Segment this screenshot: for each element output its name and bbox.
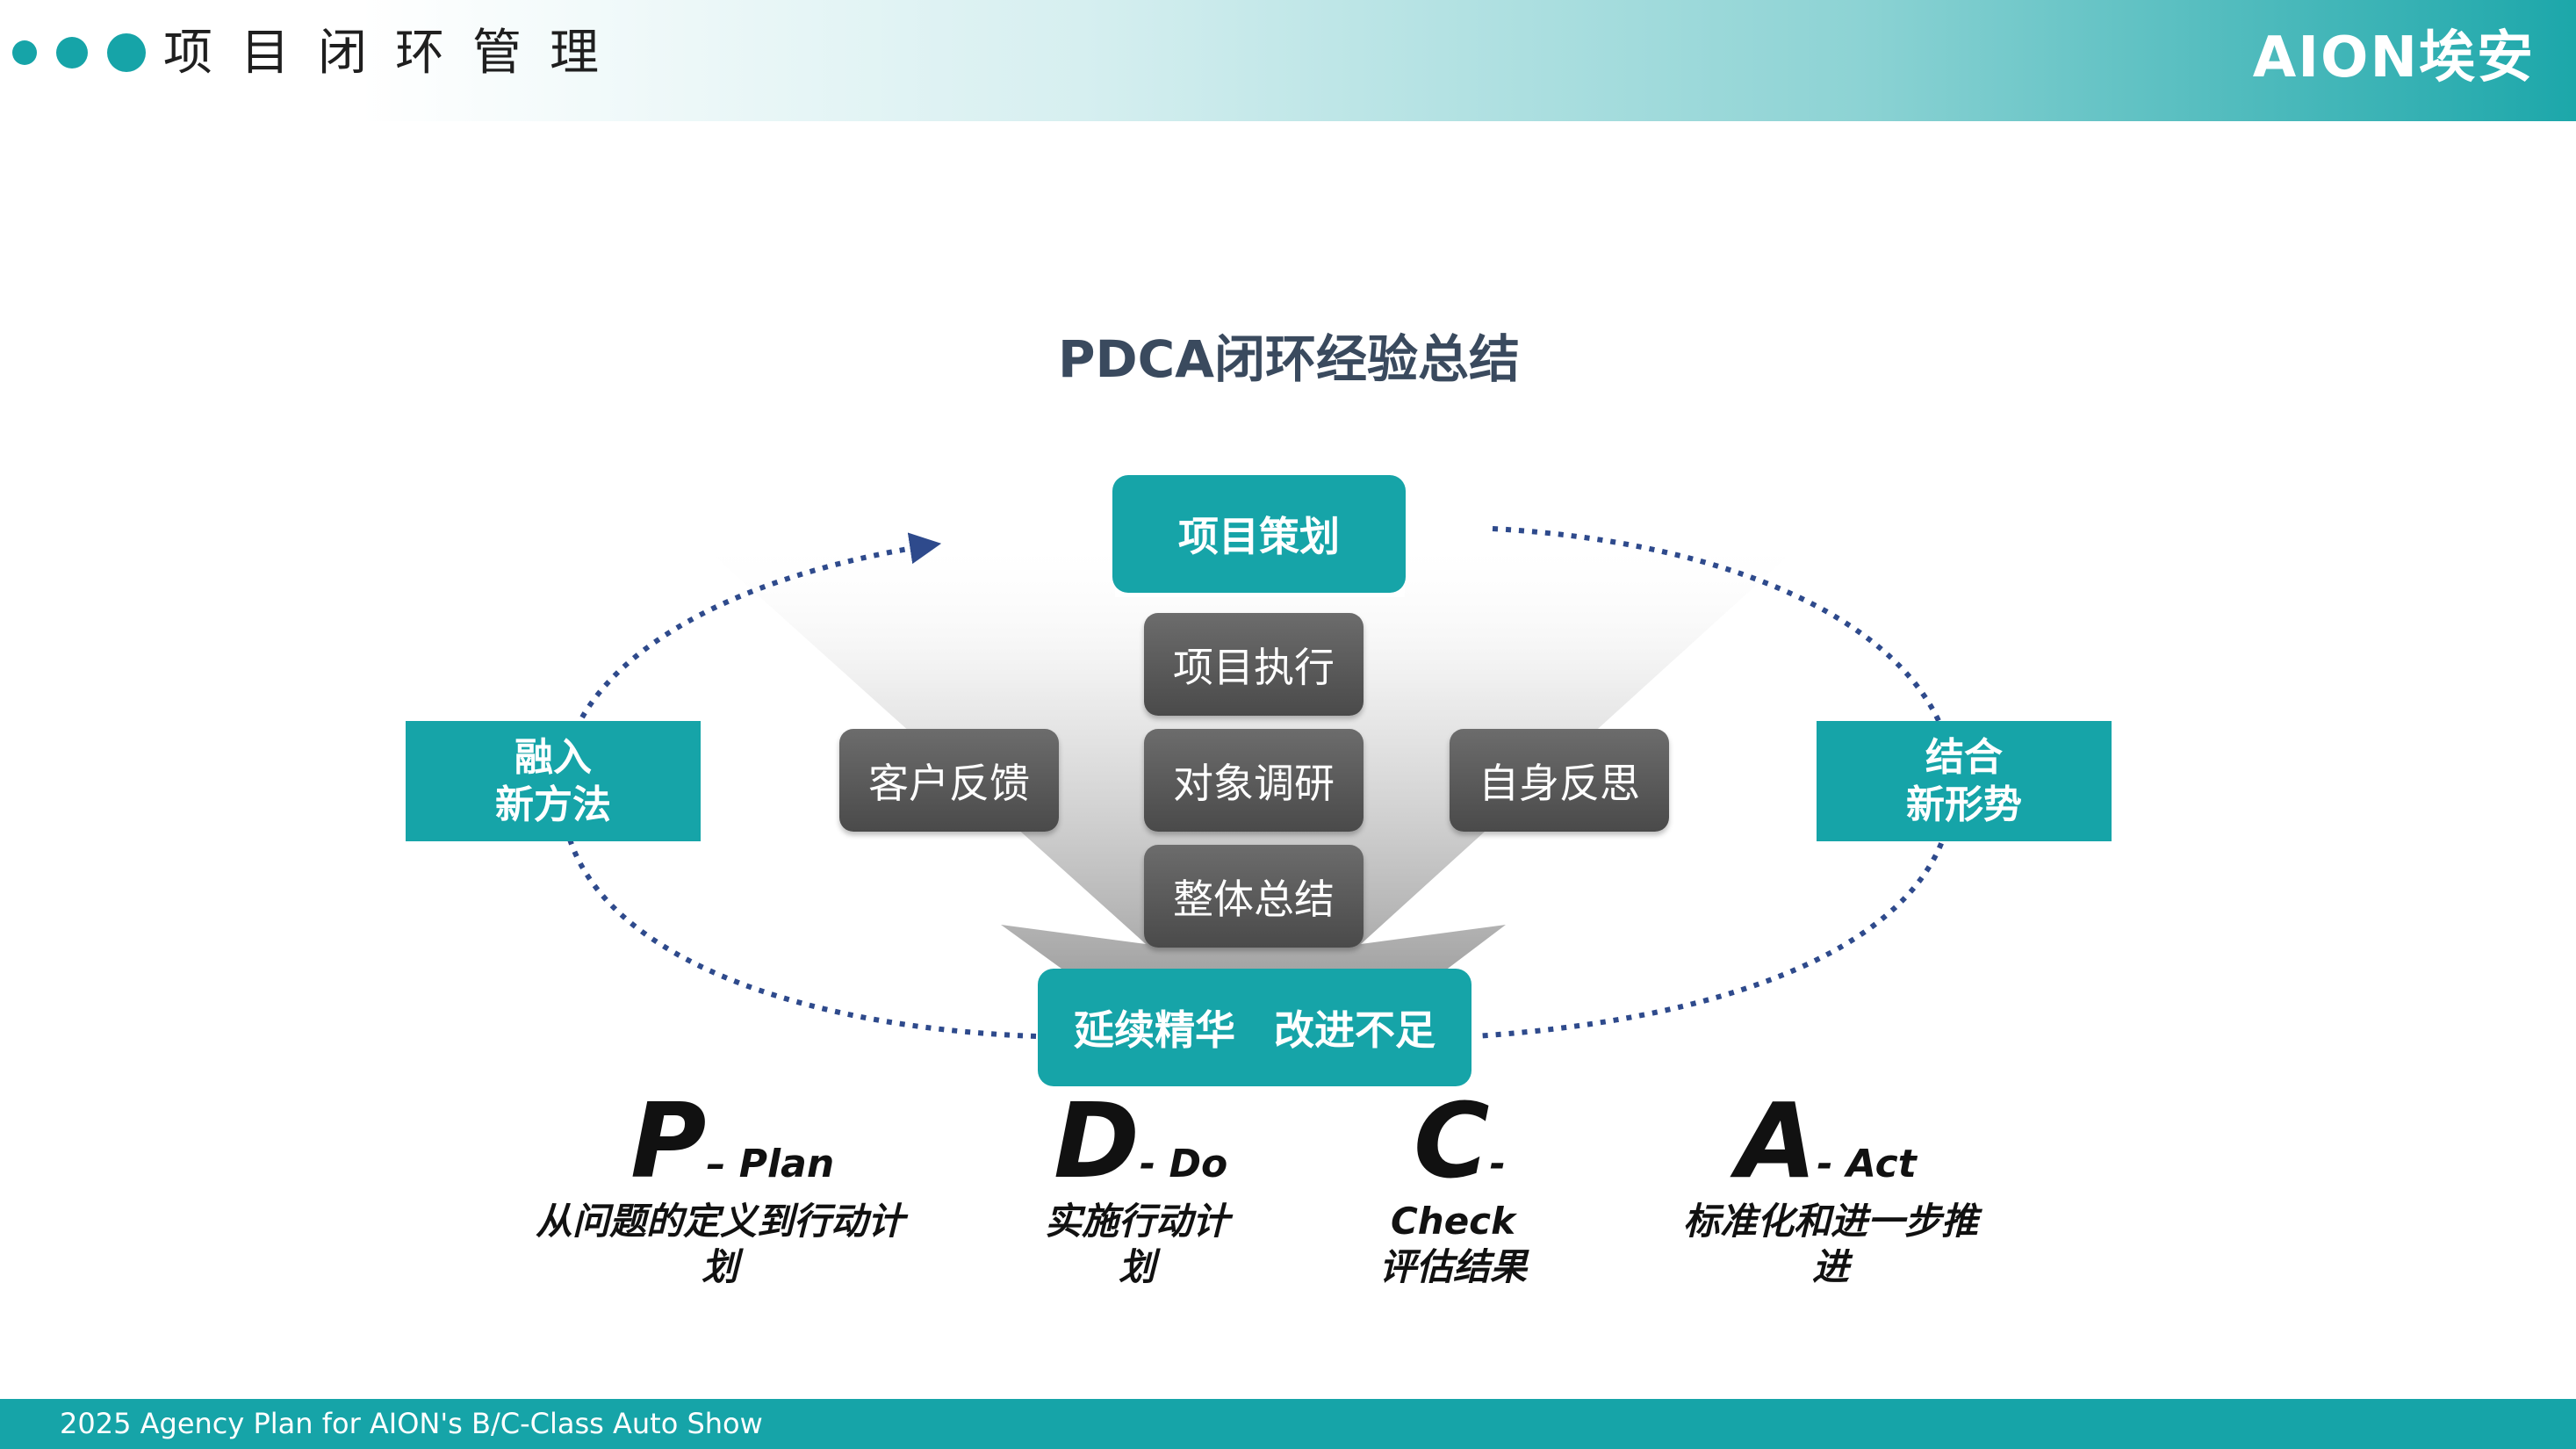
project-execution-box: 项目执行 [1144,613,1364,716]
pdca-title: PDCA闭环经验总结 [1057,329,1521,389]
new-methods-line1: 融入 [514,734,592,780]
footer-bar: 2025 Agency Plan for AION's B/C-Class Au… [0,1399,2576,1449]
do-description: 实施行动计 划 [1018,1199,1256,1290]
pdca-act-heading: A- Act [1737,1089,1917,1193]
new-situation-line2: 新形势 [1906,782,2022,827]
do-desc-line1: 实施行动计 [1044,1200,1229,1243]
header-bar: 项目闭环管理 AION埃安 [0,0,2576,121]
pdca-do-heading: D- Do [1054,1089,1227,1193]
check-word: - [1489,1142,1506,1186]
new-situation-box: 结合 新形势 [1817,721,2112,841]
act-word: - Act [1817,1142,1917,1186]
pdca-check-heading: C- [1414,1089,1506,1193]
target-survey-box: 对象调研 [1144,729,1364,832]
plan-letter: P [630,1080,707,1201]
plan-word: – Plan [706,1142,835,1186]
act-desc-line1: 标准化和进一步推 [1682,1200,1978,1243]
improvement-box: 延续精华 改进不足 [1038,969,1471,1086]
do-word: - Do [1139,1142,1228,1186]
customer-feedback-box: 客户反馈 [839,729,1059,832]
new-methods-box: 融入 新方法 [406,721,701,841]
self-reflection-box: 自身反思 [1450,729,1669,832]
plan-desc-line1: 从问题的定义到行动计 [535,1200,904,1243]
aion-logo: AION埃安 [2155,26,2535,90]
do-desc-line2: 划 [1118,1245,1155,1288]
act-description: 标准化和进一步推 进 [1655,1199,2006,1290]
act-letter: A [1737,1080,1817,1201]
pdca-plan-heading: P– Plan [630,1089,834,1193]
plan-description: 从问题的定义到行动计 划 [500,1199,939,1290]
do-letter: D [1054,1080,1140,1201]
improve-shortcomings-label: 改进不足 [1274,1006,1436,1054]
check-desc-line2: 评估结果 [1378,1245,1527,1288]
act-desc-line2: 进 [1811,1245,1849,1288]
new-situation-line1: 结合 [1925,734,2003,780]
check-description: Check 评估结果 [1356,1199,1550,1290]
plan-desc-line2: 划 [701,1245,738,1288]
project-planning-box: 项目策划 [1112,475,1406,593]
header-dot-small [12,40,37,65]
section-title: 项目闭环管理 [163,25,627,82]
footer-text: 2025 Agency Plan for AION's B/C-Class Au… [60,1407,763,1440]
header-dot-medium [56,37,88,68]
overall-summary-box: 整体总结 [1144,845,1364,948]
keep-essence-label: 延续精华 [1074,1006,1235,1054]
logo-text: AION埃安 [2252,25,2535,90]
check-desc-line1: Check [1390,1200,1516,1243]
new-methods-line2: 新方法 [495,782,611,827]
check-letter: C [1414,1080,1490,1201]
header-dot-large [107,33,146,72]
left-cycle-arc [558,532,1037,1039]
